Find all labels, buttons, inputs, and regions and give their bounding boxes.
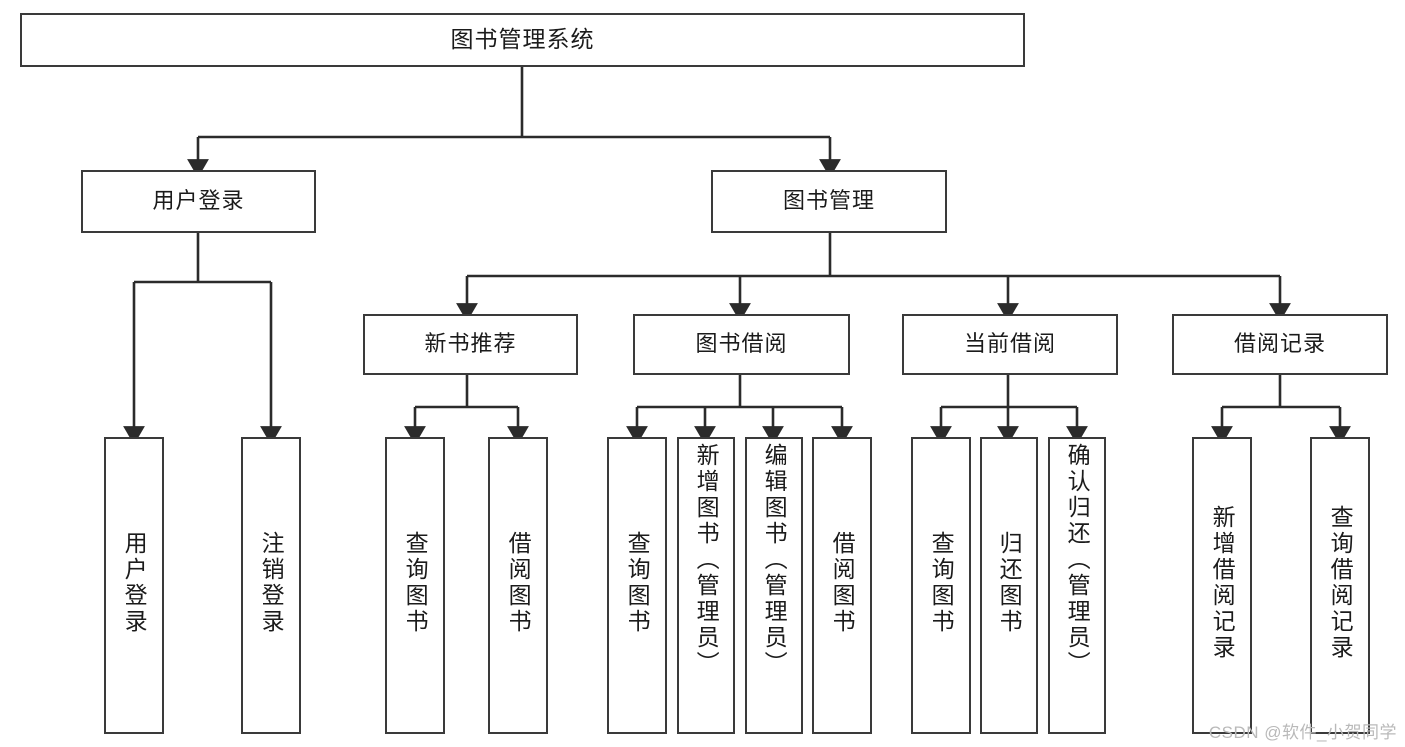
node-label: 确认归还（管理员）: [1064, 443, 1091, 677]
node-label: 归还图书: [996, 530, 1023, 635]
leaf-current-query-book[interactable]: 查询图书: [911, 437, 971, 734]
leaf-record-add-record[interactable]: 新增借阅记录: [1192, 437, 1252, 734]
leaf-borrow-add-book-admin[interactable]: 新增图书（管理员）: [677, 437, 735, 734]
node-label: 查询图书: [928, 530, 955, 635]
leaf-borrow-borrow-book[interactable]: 借阅图书: [812, 437, 872, 734]
node-label: 新增借阅记录: [1209, 504, 1236, 661]
node-label: 用户登录: [121, 530, 148, 635]
watermark-text: CSDN @软件_小贺同学: [1208, 723, 1397, 742]
node-book-management[interactable]: 图书管理: [711, 170, 947, 233]
leaf-current-confirm-return-admin[interactable]: 确认归还（管理员）: [1048, 437, 1106, 734]
node-label: 注销登录: [258, 530, 285, 635]
node-current-borrow[interactable]: 当前借阅: [902, 314, 1118, 375]
node-user-login[interactable]: 用户登录: [81, 170, 316, 233]
node-label: 查询借阅记录: [1327, 504, 1354, 661]
leaf-borrow-query-book[interactable]: 查询图书: [607, 437, 667, 734]
leaf-new-book-borrow[interactable]: 借阅图书: [488, 437, 548, 734]
node-label: 当前借阅: [963, 331, 1056, 357]
node-label: 新书推荐: [424, 331, 517, 357]
node-label: 用户登录: [152, 188, 245, 214]
node-label: 图书借阅: [695, 331, 788, 357]
node-label: 新增图书（管理员）: [693, 443, 720, 677]
node-label: 图书管理系统: [450, 26, 595, 53]
node-label: 借阅图书: [829, 530, 856, 635]
node-label: 查询图书: [624, 530, 651, 635]
node-label: 借阅记录: [1233, 331, 1326, 357]
leaf-borrow-edit-book-admin[interactable]: 编辑图书（管理员）: [745, 437, 803, 734]
leaf-user-login-login[interactable]: 用户登录: [104, 437, 164, 734]
leaf-user-login-logout[interactable]: 注销登录: [241, 437, 301, 734]
node-root-system[interactable]: 图书管理系统: [20, 13, 1025, 67]
node-label: 借阅图书: [505, 530, 532, 635]
node-book-borrow[interactable]: 图书借阅: [633, 314, 850, 375]
leaf-record-query-record[interactable]: 查询借阅记录: [1310, 437, 1370, 734]
node-label: 编辑图书（管理员）: [761, 443, 788, 677]
node-label: 图书管理: [782, 188, 875, 214]
node-label: 查询图书: [402, 530, 429, 635]
node-borrow-record[interactable]: 借阅记录: [1172, 314, 1388, 375]
leaf-new-book-query[interactable]: 查询图书: [385, 437, 445, 734]
leaf-current-return-book[interactable]: 归还图书: [980, 437, 1038, 734]
node-new-book-recommend[interactable]: 新书推荐: [363, 314, 578, 375]
